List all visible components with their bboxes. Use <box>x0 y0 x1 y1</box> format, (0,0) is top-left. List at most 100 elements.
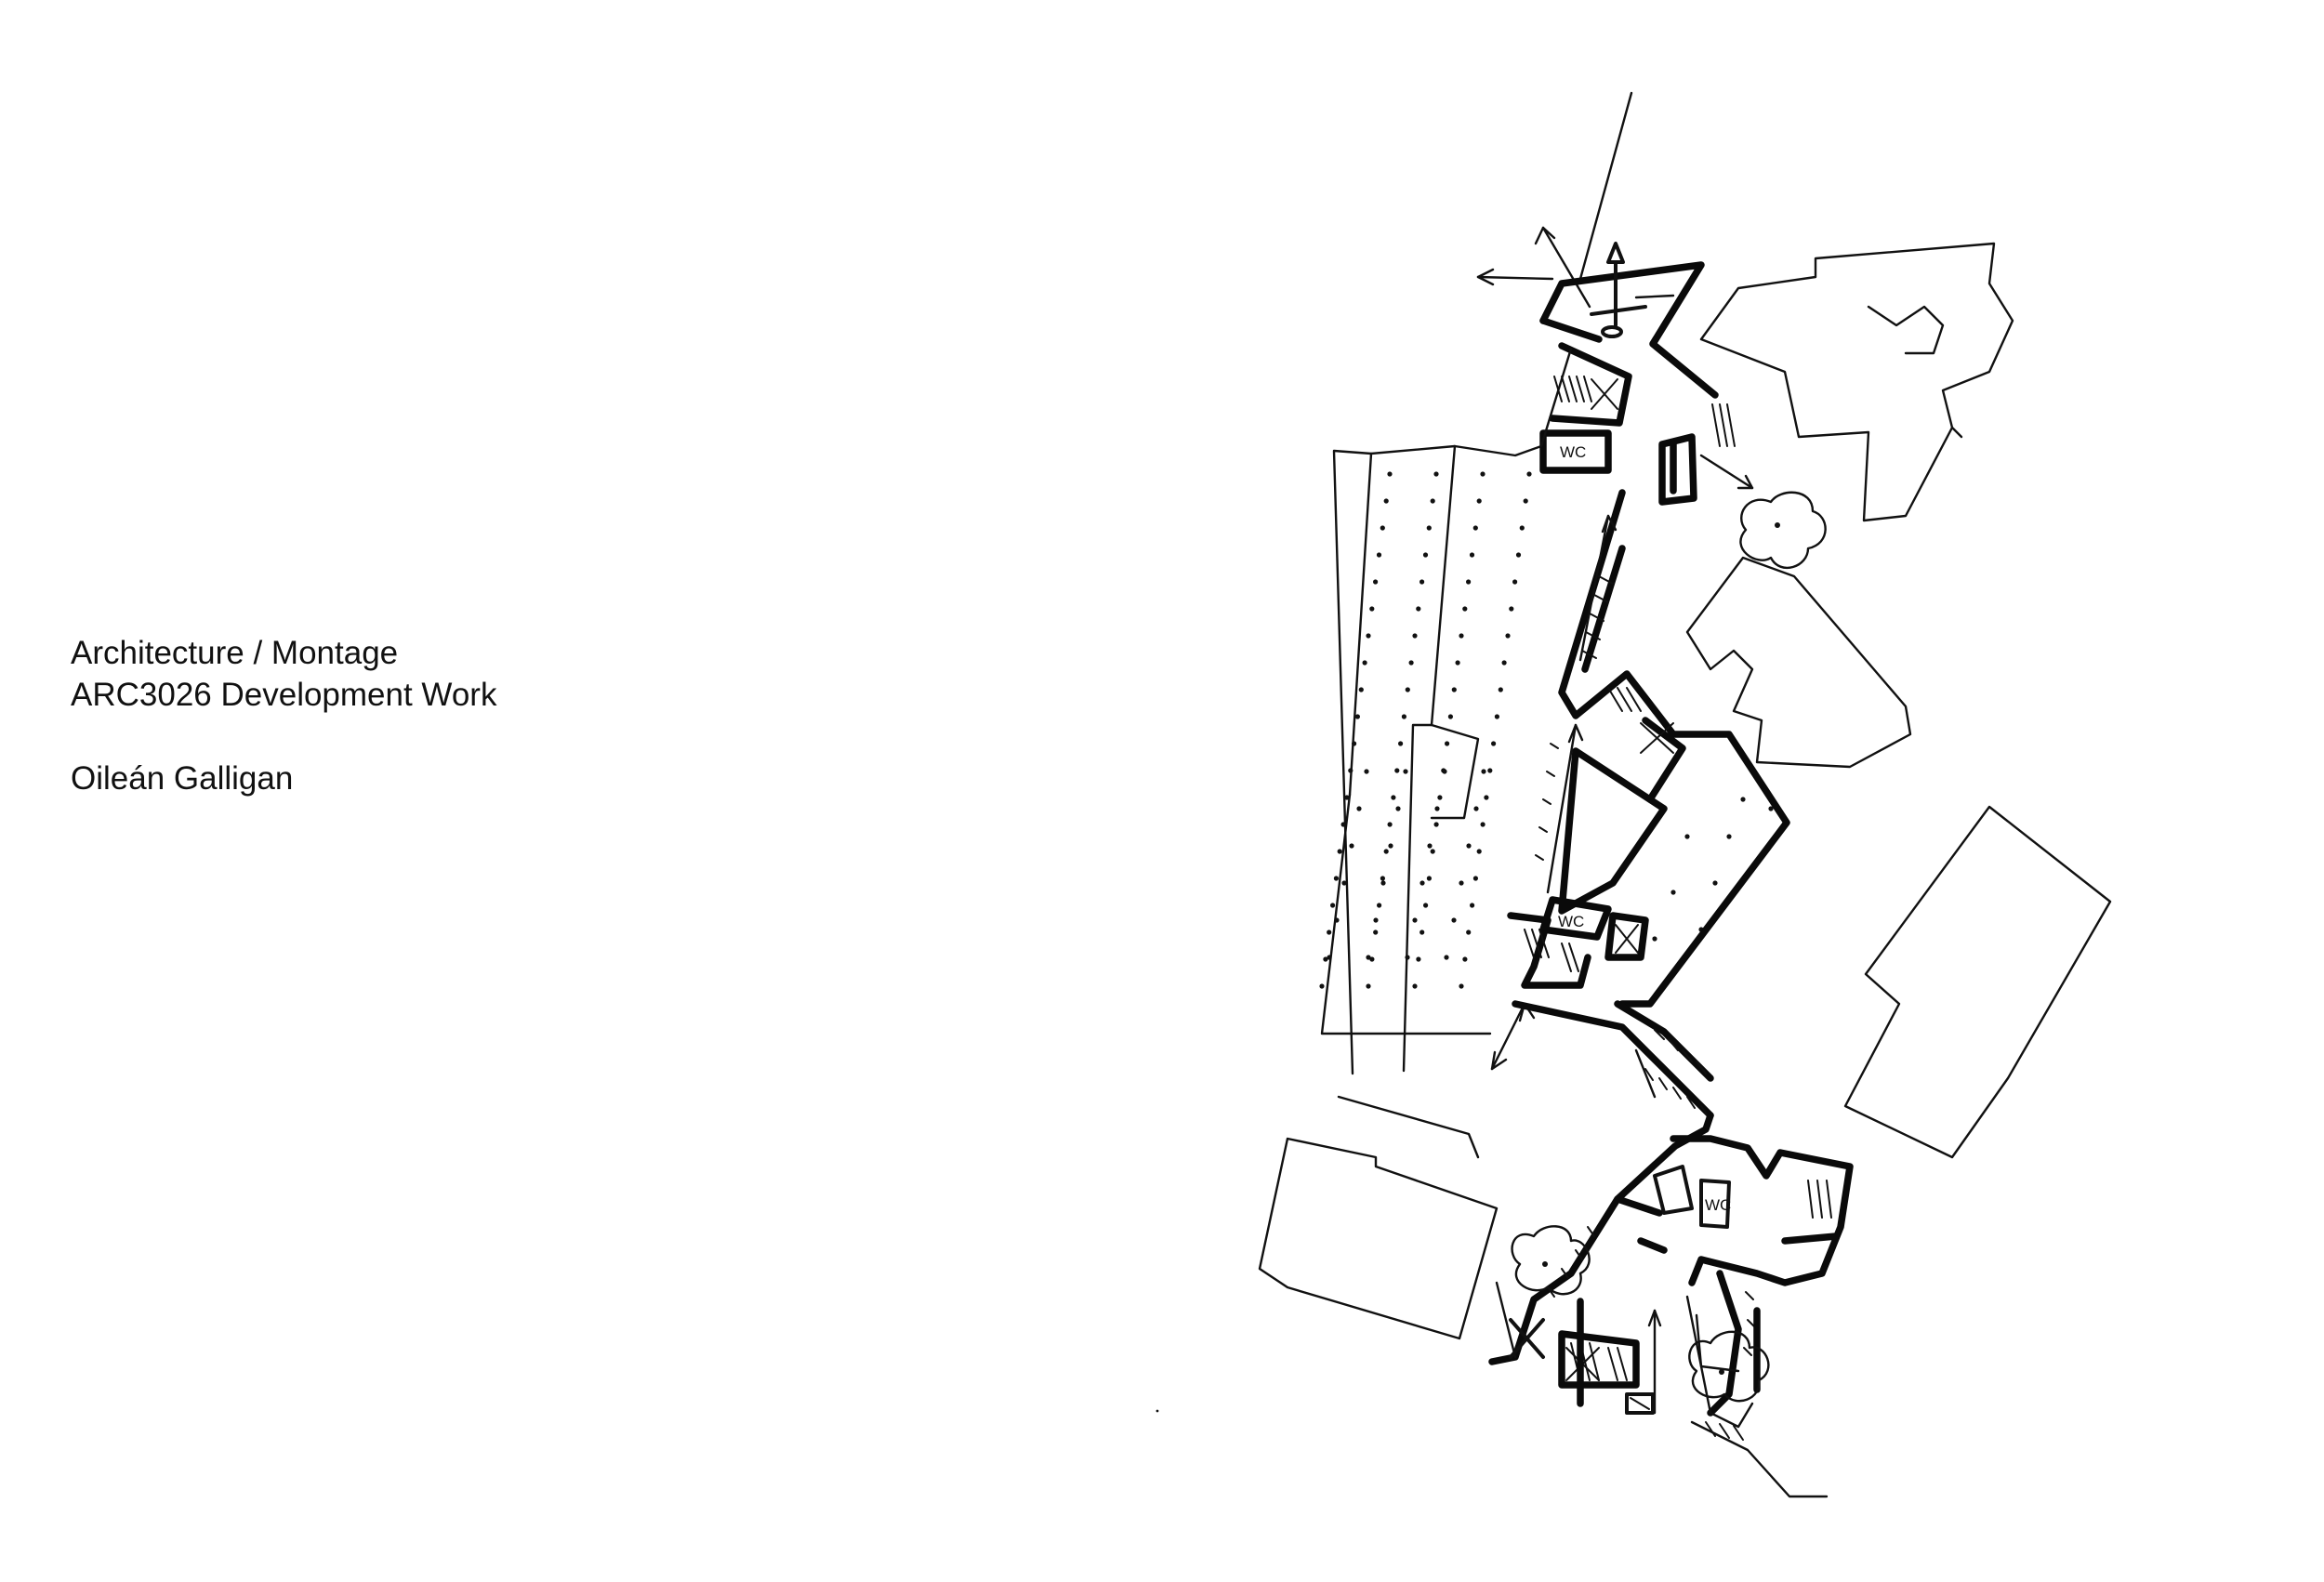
column-dot <box>1451 917 1457 923</box>
column-dot <box>1366 633 1371 639</box>
column-dot <box>1344 795 1350 800</box>
neighbour-building-north <box>1699 242 2014 522</box>
column-dot <box>1459 633 1464 639</box>
column-dot <box>1337 849 1342 854</box>
column-dot <box>1476 849 1482 854</box>
column-dot <box>1412 633 1418 639</box>
column-dot <box>1444 955 1449 960</box>
column-dot <box>1366 983 1371 989</box>
column-dot <box>1455 660 1460 666</box>
south-forecourt <box>1488 1195 1662 1415</box>
column-dot <box>1323 956 1328 962</box>
column-dot <box>1433 822 1439 827</box>
column-dot <box>1349 843 1354 849</box>
column-dot <box>1459 880 1464 886</box>
column-dot <box>1740 797 1746 802</box>
column-dot <box>1472 876 1478 881</box>
column-dot <box>1383 849 1389 854</box>
north-stair-block: WC <box>1539 342 1754 506</box>
column-dot <box>1505 633 1511 639</box>
column-dot <box>1354 714 1360 719</box>
column-dot <box>1340 822 1346 827</box>
column-dot <box>1395 806 1401 811</box>
column-dot <box>1369 956 1375 962</box>
column-dot <box>1437 795 1443 800</box>
module-title: ARC3026 Development Work <box>71 677 497 713</box>
column-dot <box>1362 660 1367 666</box>
column-dot <box>1408 660 1414 666</box>
column-dot <box>1472 525 1478 531</box>
column-dot <box>1380 525 1385 531</box>
column-dot <box>1405 955 1410 960</box>
column-dot <box>1373 929 1379 935</box>
column-dot <box>1466 579 1472 585</box>
middle-wc-block: WC <box>1490 896 1649 1071</box>
column-dot <box>1523 498 1528 504</box>
column-dot <box>1427 843 1433 849</box>
column-dot <box>1380 876 1385 881</box>
column-dot <box>1470 903 1475 908</box>
column-dot <box>1768 806 1774 811</box>
column-dot <box>1341 880 1347 886</box>
column-dot <box>1481 769 1486 774</box>
tree-north <box>1739 491 1827 569</box>
wc-label-middle: WC <box>1558 913 1584 930</box>
column-dot <box>1352 741 1357 746</box>
column-dot <box>1319 983 1325 989</box>
neighbour-building-east-mid <box>1685 556 1912 769</box>
column-dot <box>1364 769 1369 774</box>
column-dot <box>1447 714 1453 719</box>
site-boundary-line <box>1476 91 1633 309</box>
column-dot <box>1426 525 1432 531</box>
column-dot <box>1327 955 1332 960</box>
column-dot <box>1387 471 1393 477</box>
author-name: Oileán Galligan <box>71 760 294 797</box>
column-dot <box>1412 983 1418 989</box>
column-dot <box>1419 880 1425 886</box>
column-dot <box>1526 471 1532 477</box>
column-dot <box>1358 687 1364 692</box>
column-dot <box>1419 579 1425 585</box>
column-dot <box>1348 768 1353 773</box>
column-dot <box>1515 552 1522 558</box>
column-dot <box>1519 525 1525 531</box>
column-dot <box>1366 955 1371 960</box>
hall-east-wall <box>1558 489 1790 1008</box>
column-dot <box>1416 606 1421 612</box>
tree-southwest <box>1511 1225 1591 1296</box>
column-dot <box>1333 876 1339 881</box>
north-entrance <box>1539 242 1719 399</box>
neighbour-building-southwest <box>1258 1137 1499 1340</box>
column-dot <box>1712 880 1718 886</box>
column-dot <box>1462 606 1468 612</box>
column-dot <box>1383 498 1389 504</box>
column-dot <box>1509 606 1514 612</box>
column-dot <box>1412 917 1418 923</box>
column-dot <box>1462 956 1468 962</box>
column-dot <box>1334 917 1340 923</box>
column-dot <box>1391 795 1396 800</box>
column-dot <box>1356 806 1362 811</box>
column-dot <box>1466 843 1472 849</box>
column-dot <box>1512 579 1518 585</box>
column-dot <box>1487 768 1493 773</box>
project-title: Architecture / Montage <box>71 635 399 671</box>
column-dot <box>1491 741 1497 746</box>
column-dot <box>1330 903 1336 908</box>
column-dot <box>1469 552 1475 558</box>
column-dot <box>1394 768 1400 773</box>
column-dot <box>1433 471 1439 477</box>
column-dot <box>1459 983 1464 989</box>
column-dot <box>1373 917 1379 923</box>
column-dot <box>1403 769 1408 774</box>
column-dot <box>1376 552 1382 558</box>
wc-label-south: WC <box>1705 1196 1731 1214</box>
column-dot <box>1451 687 1457 692</box>
column-dot <box>1484 795 1489 800</box>
column-dot <box>1377 903 1382 908</box>
column-dot <box>1434 806 1440 811</box>
column-dot <box>1430 498 1435 504</box>
column-dot <box>1726 834 1732 839</box>
column-dot <box>1398 741 1404 746</box>
